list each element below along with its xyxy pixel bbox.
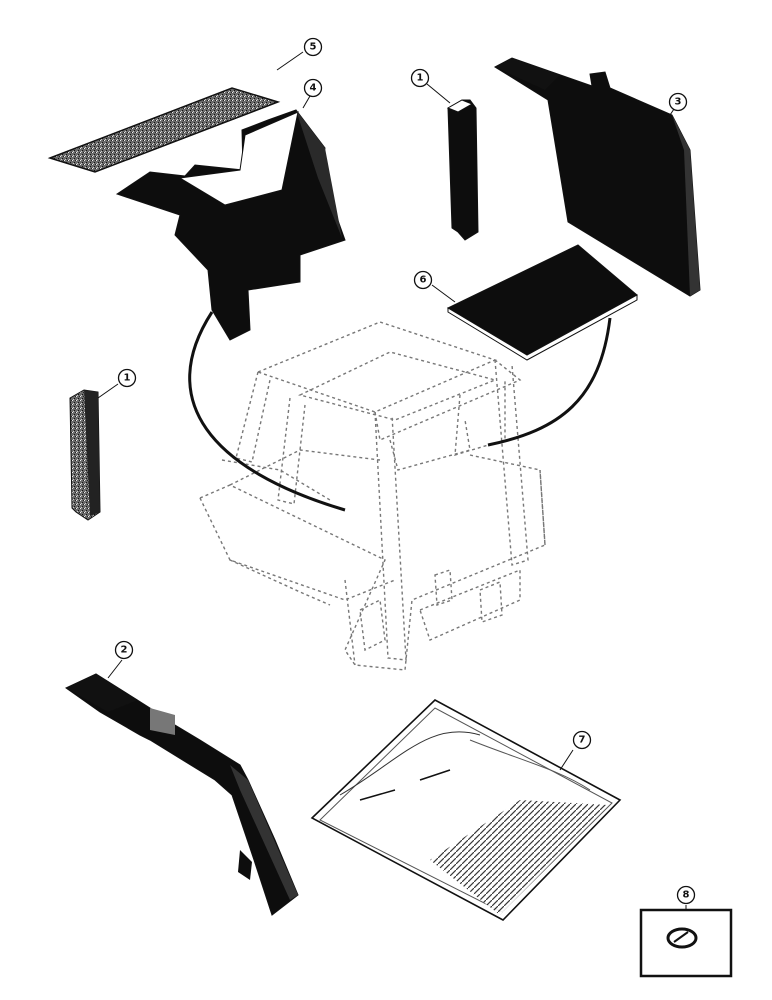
leader-line-6 [431, 284, 456, 303]
callout-label-1-left: 1 [124, 373, 131, 384]
callout-label-1-top: 1 [417, 73, 424, 84]
leader-arc-right [487, 317, 612, 447]
callout-label-6: 6 [420, 275, 427, 286]
leader-line-7 [559, 749, 574, 771]
leader-line-1-top [426, 83, 451, 104]
callout-1-top: 1 [410, 68, 430, 88]
callout-label-7: 7 [579, 735, 586, 746]
leader-arc-left [188, 311, 346, 512]
callout-1-left: 1 [117, 368, 137, 388]
callout-5: 5 [303, 37, 323, 57]
part-4-insulation-panel [115, 95, 346, 341]
callout-label-5: 5 [310, 42, 317, 53]
cab-outline [199, 321, 546, 671]
callout-8: 8 [676, 885, 696, 905]
callout-label-8: 8 [683, 890, 690, 901]
callout-7: 7 [572, 730, 592, 750]
leader-line-2 [107, 659, 123, 679]
part-8-decal-box [639, 905, 733, 978]
leader-line-4 [302, 95, 311, 109]
part-1-trim-strip-top [426, 83, 479, 241]
leader-line-5 [276, 51, 304, 71]
callout-3: 3 [668, 92, 688, 112]
decal-icon [666, 927, 698, 949]
part-2-insulation-strip [65, 659, 299, 916]
part-7-bag [310, 699, 622, 921]
callout-2: 2 [114, 640, 134, 660]
callout-4: 4 [303, 78, 323, 98]
part-5-felt-strip [47, 51, 304, 173]
callout-label-3: 3 [675, 97, 682, 108]
part-3-insulation-panel [493, 57, 701, 297]
callout-label-4: 4 [310, 83, 317, 94]
part-6-mat [431, 244, 638, 361]
callout-6: 6 [413, 270, 433, 290]
part-1-trim-strip-left [69, 383, 119, 521]
callout-label-2: 2 [121, 645, 128, 656]
leader-line-1-left [97, 383, 119, 399]
